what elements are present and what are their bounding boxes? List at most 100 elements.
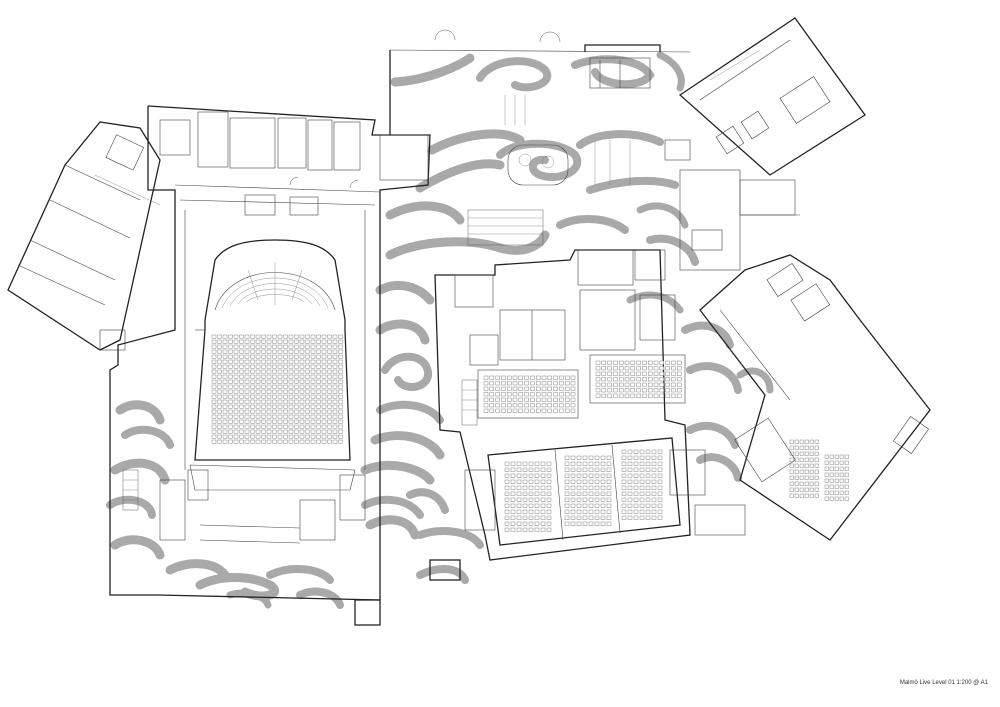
seat — [310, 414, 316, 419]
seat — [211, 379, 217, 384]
seat — [653, 382, 659, 387]
seat — [606, 467, 612, 472]
seat — [653, 360, 659, 365]
seat — [288, 334, 294, 339]
seat — [283, 399, 288, 404]
seat — [594, 515, 600, 520]
seat — [305, 409, 310, 414]
seat — [504, 485, 510, 490]
seat — [619, 371, 624, 376]
seat — [794, 487, 799, 492]
seat — [294, 399, 299, 404]
seat — [250, 334, 255, 339]
seat — [588, 521, 594, 526]
seat — [651, 479, 657, 484]
seat — [546, 509, 552, 514]
seat — [277, 379, 283, 384]
seat — [244, 384, 250, 389]
seat — [272, 394, 277, 399]
seat — [789, 481, 794, 486]
seat — [524, 392, 529, 397]
seat — [332, 344, 338, 349]
congress-main-seating — [504, 449, 663, 532]
seat — [495, 403, 500, 408]
seat — [228, 419, 233, 424]
seat — [272, 389, 277, 394]
left-wing-building — [7, 121, 161, 351]
seat — [621, 479, 627, 484]
seat — [239, 374, 244, 379]
seat — [239, 404, 244, 409]
seat — [277, 374, 283, 379]
seat — [588, 485, 594, 490]
seat — [261, 359, 266, 364]
seat — [651, 467, 657, 472]
seat — [844, 460, 849, 465]
seat — [636, 366, 641, 371]
seat — [834, 484, 839, 489]
seat — [233, 369, 239, 374]
seat — [255, 439, 261, 444]
seat — [516, 485, 522, 490]
seat — [266, 379, 272, 384]
seat — [244, 424, 250, 429]
seat — [211, 439, 217, 444]
seat — [239, 389, 244, 394]
seat — [576, 509, 582, 514]
seat — [600, 503, 606, 508]
seat — [613, 393, 618, 398]
seat — [266, 394, 272, 399]
seat — [516, 473, 522, 478]
seat — [332, 374, 338, 379]
seat — [255, 344, 261, 349]
seat — [250, 379, 255, 384]
seat — [316, 369, 321, 374]
seat — [607, 388, 612, 393]
seat — [794, 463, 799, 468]
seat — [239, 359, 244, 364]
seat — [564, 467, 570, 472]
seat — [536, 386, 541, 391]
seat — [228, 429, 233, 434]
seat — [633, 491, 639, 496]
seat — [570, 473, 576, 478]
east-wing-seating — [789, 439, 849, 501]
seat — [565, 381, 570, 386]
seat — [619, 366, 624, 371]
seat — [570, 408, 576, 413]
seat — [541, 381, 547, 386]
seat — [651, 497, 657, 502]
seat — [332, 354, 338, 359]
seat — [522, 479, 528, 484]
seat — [327, 349, 332, 354]
seat — [645, 497, 651, 502]
seat — [294, 434, 299, 439]
seat — [266, 389, 272, 394]
seat — [250, 434, 255, 439]
seat — [516, 527, 522, 532]
seat — [504, 491, 510, 496]
seat — [621, 503, 627, 508]
seat — [633, 467, 639, 472]
seat — [321, 424, 327, 429]
seat — [546, 491, 552, 496]
seat — [844, 490, 849, 495]
seat — [222, 409, 228, 414]
seat — [665, 371, 670, 376]
seat — [570, 381, 576, 386]
seat — [332, 379, 338, 384]
seat — [636, 360, 641, 365]
seat — [636, 388, 641, 393]
seat — [239, 409, 244, 414]
seat — [233, 409, 239, 414]
seat — [305, 339, 310, 344]
seat — [789, 469, 794, 474]
seat — [228, 374, 233, 379]
seat — [804, 475, 809, 480]
seat — [504, 521, 510, 526]
seat — [283, 349, 288, 354]
seat — [657, 449, 663, 454]
seat — [277, 409, 283, 414]
seat — [316, 334, 321, 339]
seat — [288, 344, 294, 349]
